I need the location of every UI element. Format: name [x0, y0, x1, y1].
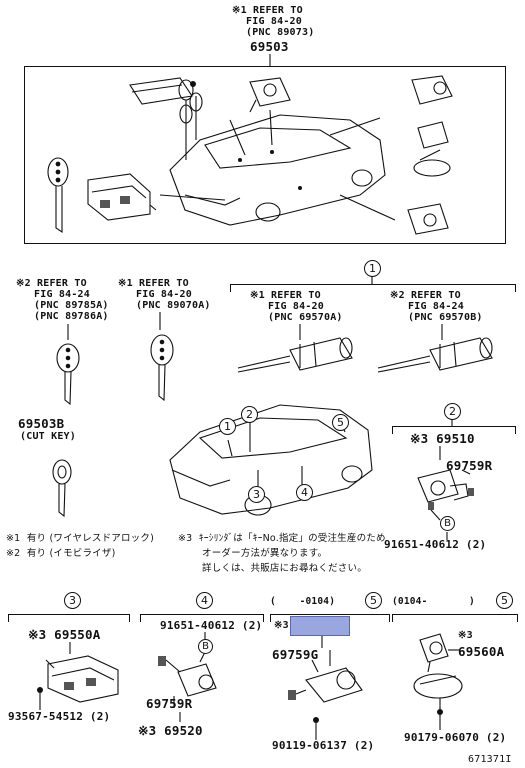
- keys-left-refer-line3: (PNC 89785A): [34, 300, 109, 311]
- top-kit-frame: [24, 66, 506, 244]
- group3-marker: 3: [64, 592, 81, 609]
- group5a-part-b: 90119-06137 (2): [272, 739, 375, 752]
- keys-left-refer-line1: ※2 REFER TO: [16, 278, 87, 289]
- group5b-drawing: [413, 633, 463, 730]
- ignition-cylinder-drawing: [129, 77, 203, 160]
- lock-module-drawing: [87, 173, 157, 221]
- group4-part-b: ※3 69520: [138, 723, 203, 738]
- car-marker-4: 4: [296, 484, 313, 501]
- top-car-drawing: [169, 114, 386, 226]
- remote-key-drawing: [47, 157, 69, 234]
- note-3-line2: オーダー方法が異なります。: [202, 548, 328, 559]
- top-refer-line3: (PNC 89073): [246, 27, 315, 38]
- group1-b-refer-line2: FIG 84-24: [408, 301, 464, 312]
- remote-key-mid-drawing: [150, 334, 174, 402]
- note-1: ※1 有り (ワイヤレスドアロック): [6, 533, 154, 544]
- group4-drawing: [158, 632, 217, 722]
- keys-left-refer-line4: (PNC 89786A): [34, 311, 109, 322]
- cut-key-part-number: 69503B: [18, 416, 65, 431]
- keys-mid-refer-line2: FIG 84-20: [136, 289, 192, 300]
- group3-part-b: 93567-54512 (2): [8, 710, 111, 723]
- keys-mid-refer-line3: (PNC 89070A): [136, 300, 211, 311]
- group5b-range: (0104- ): [392, 596, 475, 607]
- group5a-highlight: [290, 616, 350, 636]
- top-leader-line: [269, 54, 271, 66]
- group4-marker: 4: [196, 592, 213, 609]
- group5b-note: ※3: [458, 630, 473, 641]
- car-marker-3: 3: [248, 486, 265, 503]
- group1-key-a-drawing: [237, 337, 353, 373]
- group5a-drawing: [288, 636, 363, 740]
- keys-drawing: [52, 312, 174, 518]
- keys-mid-refer-line1: ※1 REFER TO: [118, 278, 189, 289]
- group1-b-refer-line3: (PNC 69570B): [408, 312, 483, 323]
- note-3-line1: ※3 ｷｰｼﾘﾝﾀﾞは「ｷｰNo.指定」の受注生産のため: [178, 533, 386, 544]
- group2-bolt-label: B: [440, 516, 455, 531]
- group2-part-b: 91651-40612 (2): [384, 538, 487, 551]
- group1-b-refer-line1: ※2 REFER TO: [390, 290, 461, 301]
- note-2: ※2 有り (イモビライザ): [6, 548, 116, 559]
- car-marker-5: 5: [332, 414, 349, 431]
- top-refer-line1: ※1 REFER TO: [232, 5, 303, 16]
- top-refer-line2: FIG 84-20: [246, 16, 302, 27]
- note-3-line3: 詳しくは、共販店にお尋ねください。: [202, 563, 367, 574]
- group2-bracket-tick: [451, 419, 453, 426]
- group1-a-refer-line2: FIG 84-20: [268, 301, 324, 312]
- group1-bracket-tick: [371, 276, 373, 284]
- group5a-part-a: 69759G: [272, 647, 319, 662]
- car-marker-1: 1: [219, 418, 236, 435]
- group3-bracket: [8, 614, 130, 622]
- group5b-part-b: 90179-06070 (2): [404, 731, 507, 744]
- group4-bolt-label: B: [198, 639, 213, 654]
- car-marker-2: 2: [241, 406, 258, 423]
- group5a-bracket: [270, 614, 390, 622]
- remote-key-left-drawing: [56, 343, 80, 406]
- group5a-marker: 5: [365, 592, 382, 609]
- top-kit-drawing: [47, 75, 453, 235]
- right-cylinders-drawing: [407, 75, 453, 235]
- group2-part-a: 69759R: [446, 458, 493, 473]
- group5b-part-a: 69560A: [458, 644, 505, 659]
- top-part-number: 69503: [250, 39, 289, 54]
- group1-bracket: [230, 284, 516, 292]
- group5b-bracket: [392, 614, 518, 622]
- keys-left-refer-line2: FIG 84-24: [34, 289, 90, 300]
- figure-id: 671371I: [468, 754, 512, 765]
- group1-marker: 1: [364, 260, 381, 277]
- group5a-range: ( -0104): [270, 596, 336, 607]
- group3-part-a: ※3 69550A: [28, 627, 101, 642]
- group4-bracket: [140, 614, 264, 622]
- group2-drawing: [417, 446, 474, 540]
- cut-key-label: (CUT KEY): [20, 431, 76, 442]
- group2-marker: 2: [444, 403, 461, 420]
- group4-part-a: 69759R: [146, 696, 193, 711]
- group5b-marker: 5: [496, 592, 513, 609]
- group1-keys-drawing: [237, 324, 493, 373]
- group1-key-b-drawing: [377, 337, 493, 373]
- group5a-note: ※3: [274, 620, 289, 631]
- group2-bracket: [392, 426, 516, 434]
- group3-drawing: [37, 642, 119, 710]
- group1-a-refer-line3: (PNC 69570A): [268, 312, 343, 323]
- door-cylinder-drawing: [249, 77, 291, 113]
- group2-note-part: ※3 69510: [410, 431, 475, 446]
- group1-a-refer-line1: ※1 REFER TO: [250, 290, 321, 301]
- cut-key-drawing: [52, 459, 72, 518]
- group4-part-top: 91651-40612 (2): [160, 619, 263, 632]
